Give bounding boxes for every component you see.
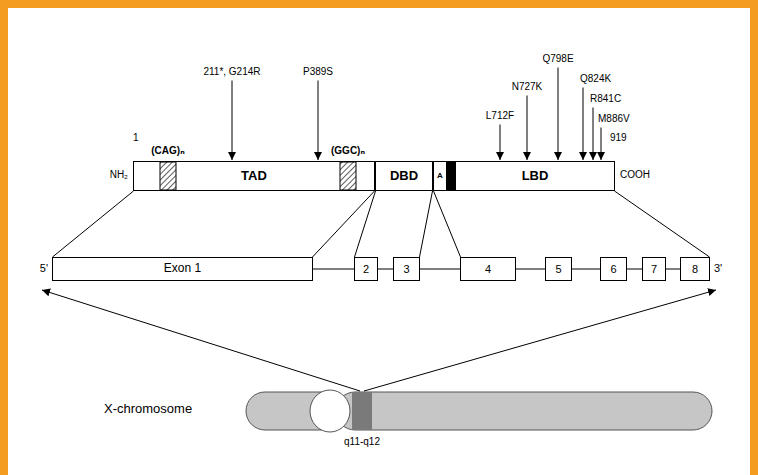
exon-label: 8 — [692, 263, 698, 275]
exon-box: 7 — [642, 257, 666, 281]
exon-box: 5 — [545, 257, 572, 281]
mutation-arrow — [232, 81, 233, 161]
projection-line — [355, 191, 376, 257]
domain-label: TAD — [241, 169, 267, 183]
mutation-label: R841C — [590, 93, 621, 105]
mutation-label: M886V — [598, 113, 630, 125]
panel — [8, 8, 750, 475]
exon-label: Exon 1 — [164, 262, 201, 275]
domain-box: A — [433, 161, 447, 191]
mutation-label: 211*, G214R — [203, 66, 260, 78]
exon-box: 3 — [393, 257, 420, 281]
terminus-label: NH₂ — [110, 169, 128, 181]
strand-end-label: 3' — [714, 262, 722, 275]
exon-label: 7 — [651, 263, 657, 275]
ggc-repeat — [340, 162, 356, 190]
projection-line — [313, 191, 375, 257]
strand-end-label: 5' — [40, 262, 48, 275]
exon-box: Exon 1 — [52, 257, 313, 281]
exon-box: 2 — [354, 257, 378, 281]
mutation-label: Q824K — [580, 73, 611, 85]
hinge-block — [447, 161, 455, 191]
mutation-label: N727K — [512, 81, 543, 93]
domain-box: DBD — [375, 161, 433, 191]
projection-line — [434, 191, 461, 257]
terminus-label: COOH — [620, 169, 650, 181]
position-number: 919 — [610, 132, 627, 144]
exon-box: 4 — [460, 257, 516, 281]
exon-box: 6 — [600, 257, 627, 281]
projection-line — [53, 191, 134, 257]
mutation-label: L712F — [486, 110, 514, 122]
mutation-arrow — [558, 68, 559, 161]
mutation-arrow — [318, 81, 319, 161]
chromosome-label: X-chromosome — [104, 402, 192, 417]
mutation-arrow — [500, 125, 501, 161]
exon-label: 6 — [610, 263, 616, 275]
exon-label: 3 — [403, 263, 409, 275]
domain-label: A — [437, 172, 443, 181]
projection-line — [420, 191, 433, 257]
domain-box: TAD — [133, 161, 375, 191]
mutation-arrow — [601, 128, 602, 161]
domain-label: LBD — [522, 169, 549, 183]
exon-label: 4 — [485, 263, 491, 275]
mutation-label: Q798E — [542, 53, 573, 65]
domain-label: DBD — [390, 169, 418, 183]
projection-line — [615, 191, 710, 257]
zoom-arrow — [42, 290, 360, 391]
chromosome-band — [352, 392, 372, 430]
mutation-arrow — [527, 96, 528, 161]
band-label: q11-q12 — [344, 436, 380, 448]
exon-label: 2 — [363, 263, 369, 275]
exon-box: 8 — [680, 257, 710, 281]
domain-box: LBD — [455, 161, 615, 191]
centromere — [310, 390, 350, 432]
repeat-label: (GGC)ₙ — [331, 145, 365, 157]
chromosome-long-arm — [336, 392, 712, 430]
zoom-arrow — [364, 290, 716, 391]
mutation-label: P389S — [303, 66, 333, 78]
mutation-arrow — [583, 88, 584, 161]
repeat-label: (CAG)ₙ — [151, 145, 184, 157]
exon-label: 5 — [555, 263, 561, 275]
position-number: 1 — [133, 132, 139, 144]
cag-repeat — [160, 162, 176, 190]
mutation-arrow — [593, 108, 594, 161]
